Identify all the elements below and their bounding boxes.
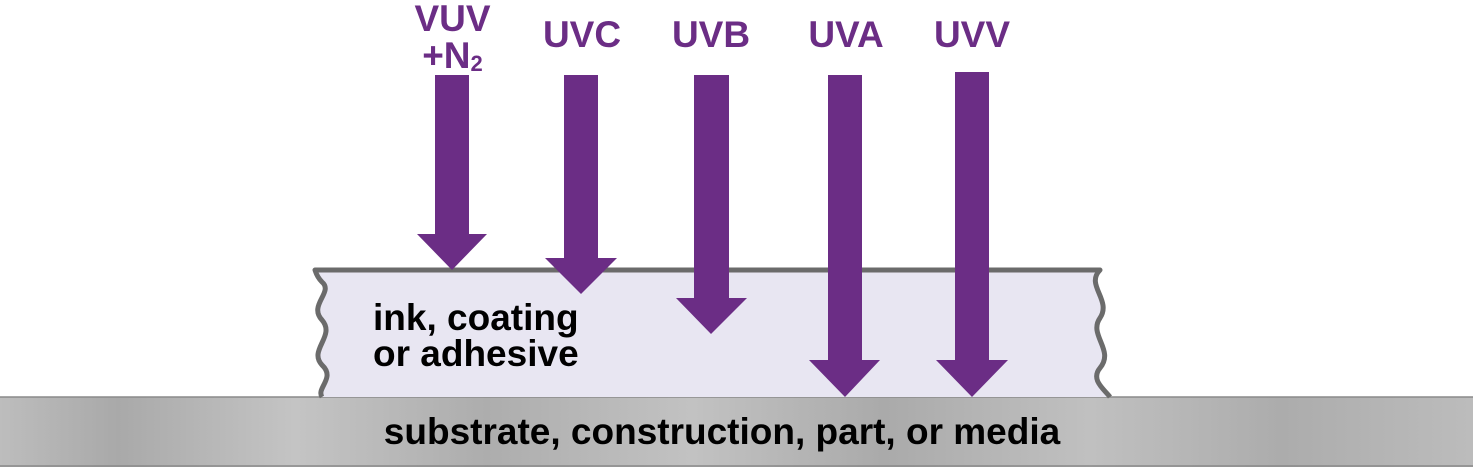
arrow-uvc <box>545 75 617 294</box>
vuv-label-line2: +N2 <box>405 37 500 79</box>
arrow-uvv <box>936 72 1008 397</box>
arrow-shape-uvb <box>676 75 747 334</box>
vuv-label-n: +N <box>422 35 471 76</box>
arrow-shape-vuv-n2 <box>417 75 487 270</box>
arrow-shape-uvv <box>936 72 1008 397</box>
vuv-label-line1: VUV <box>414 0 491 39</box>
vuv-label-subscript: 2 <box>470 51 483 76</box>
arrow-shape-uva <box>809 75 880 397</box>
substrate-band <box>0 397 1473 467</box>
arrow-label-vuv: VUV +N2 <box>405 0 500 79</box>
arrow-label-uvv: UVV <box>933 14 1011 55</box>
arrow-label-uva: UVA <box>808 14 884 55</box>
coating-layer-label-line2: or adhesive <box>373 333 579 374</box>
arrow-uva <box>809 75 880 397</box>
coating-layer <box>315 270 1110 397</box>
arrow-uvb <box>676 75 747 334</box>
substrate-label: substrate, construction, part, or media <box>383 411 1061 452</box>
arrow-shape-uvc <box>545 75 617 294</box>
coating-layer-outline <box>312 267 1113 399</box>
coating-layer-label: ink, coating or adhesive <box>373 297 579 374</box>
coating-layer-label-line1: ink, coating <box>373 297 579 338</box>
arrow-label-uvb: UVB <box>671 14 751 55</box>
arrow-vuv-n2 <box>417 75 487 270</box>
arrow-label-uvc: UVC <box>542 14 622 55</box>
